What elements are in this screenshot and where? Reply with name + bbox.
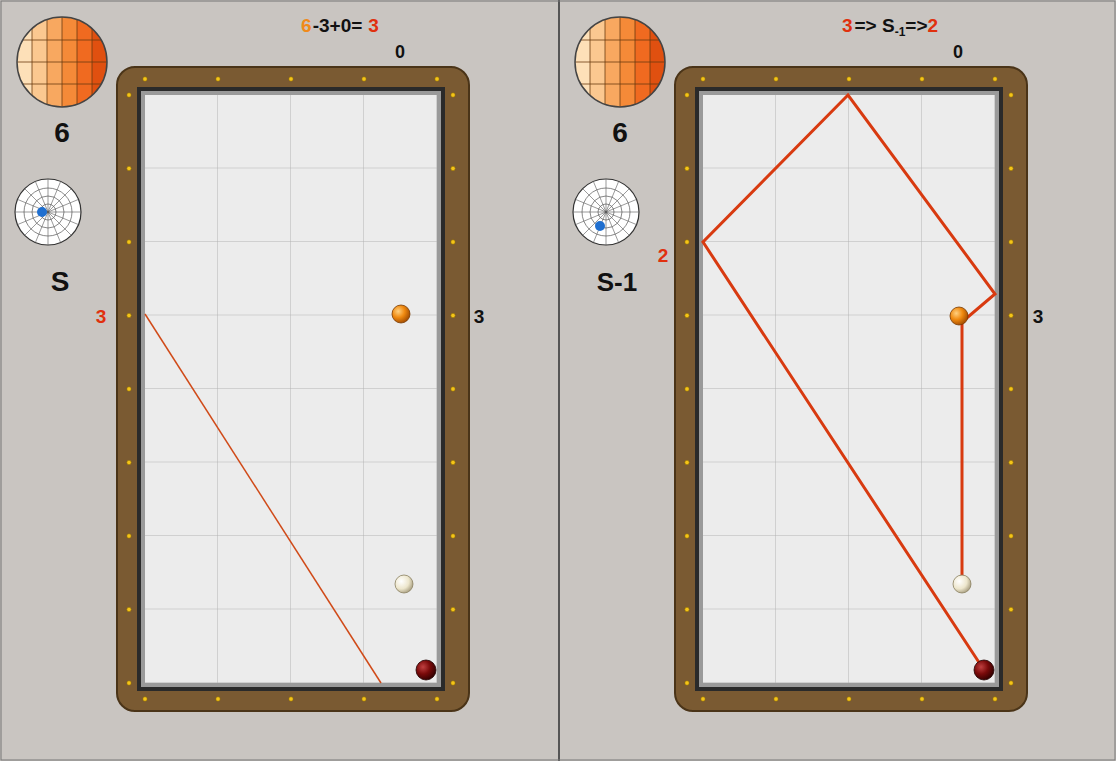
- diagram-label: 3: [96, 307, 107, 326]
- formula-part: 2: [928, 16, 939, 35]
- formula-part: -1: [895, 26, 906, 38]
- formula-part: 3: [368, 16, 379, 35]
- diagram-label: 0: [953, 43, 963, 61]
- diagram-label: S-1: [597, 269, 637, 295]
- diagram-label: 0: [395, 43, 405, 61]
- diagram-label: 6: [612, 119, 628, 147]
- diagram-label: S: [51, 268, 70, 296]
- diagram-label: 6: [54, 119, 70, 147]
- formula-part: 3: [842, 16, 853, 35]
- diagram-label: 3: [474, 307, 485, 326]
- formula-part: =>: [905, 16, 927, 35]
- formula-row: 6-3+0= 3: [301, 16, 379, 35]
- formula-part: => S: [854, 16, 894, 35]
- formula-row: 3=> S-1=>2: [842, 16, 938, 35]
- diagram-label: 2: [658, 246, 669, 265]
- formula-part: -3+0=: [313, 16, 363, 35]
- diagram-label: 3: [1033, 307, 1044, 326]
- formula-part: 6: [301, 16, 312, 35]
